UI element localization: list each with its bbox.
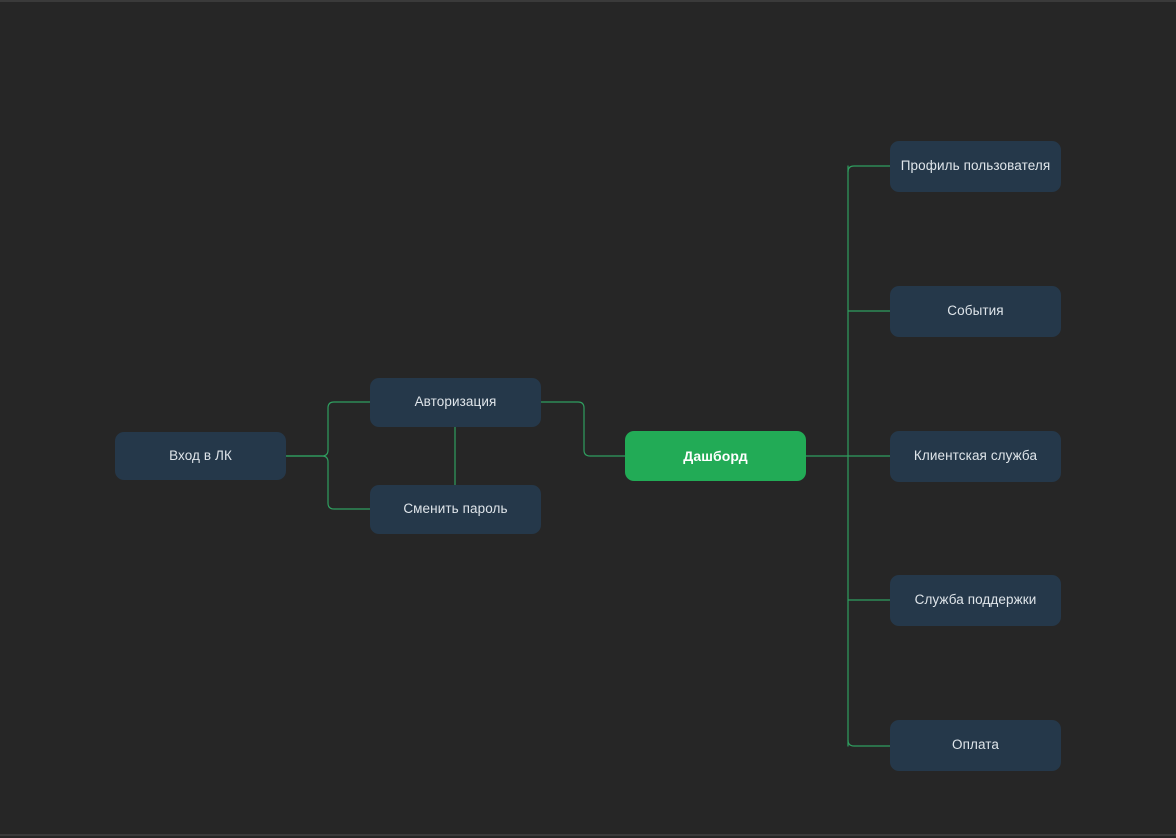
node-user-profile[interactable]: Профиль пользователя [890,141,1061,192]
node-change-password[interactable]: Сменить пароль [370,485,541,534]
node-login[interactable]: Вход в ЛК [115,432,286,480]
node-login-label: Вход в ЛК [169,447,232,463]
node-payment[interactable]: Оплата [890,720,1061,771]
edge-login-auth [285,401,371,457]
node-support-service[interactable]: Служба поддержки [890,575,1061,626]
edge-dashboard-payment [847,739,891,747]
node-user-profile-label: Профиль пользователя [900,158,1051,174]
node-dashboard-label: Дашборд [683,447,748,464]
node-support-service-label: Служба поддержки [914,592,1037,608]
node-change-password-label: Сменить пароль [403,501,508,517]
node-events-label: События [947,303,1004,319]
node-payment-label: Оплата [951,737,1000,753]
node-client-service[interactable]: Клиентская служба [890,431,1061,482]
node-authorization[interactable]: Авторизация [370,378,541,427]
edge-login-password [285,455,371,510]
node-dashboard[interactable]: Дашборд [625,431,806,481]
node-events[interactable]: События [890,286,1061,337]
edge-auth-dashboard [540,401,626,457]
node-authorization-label: Авторизация [414,394,497,410]
node-client-service-label: Клиентская служба [913,448,1038,464]
edge-dashboard-profile [847,165,891,173]
